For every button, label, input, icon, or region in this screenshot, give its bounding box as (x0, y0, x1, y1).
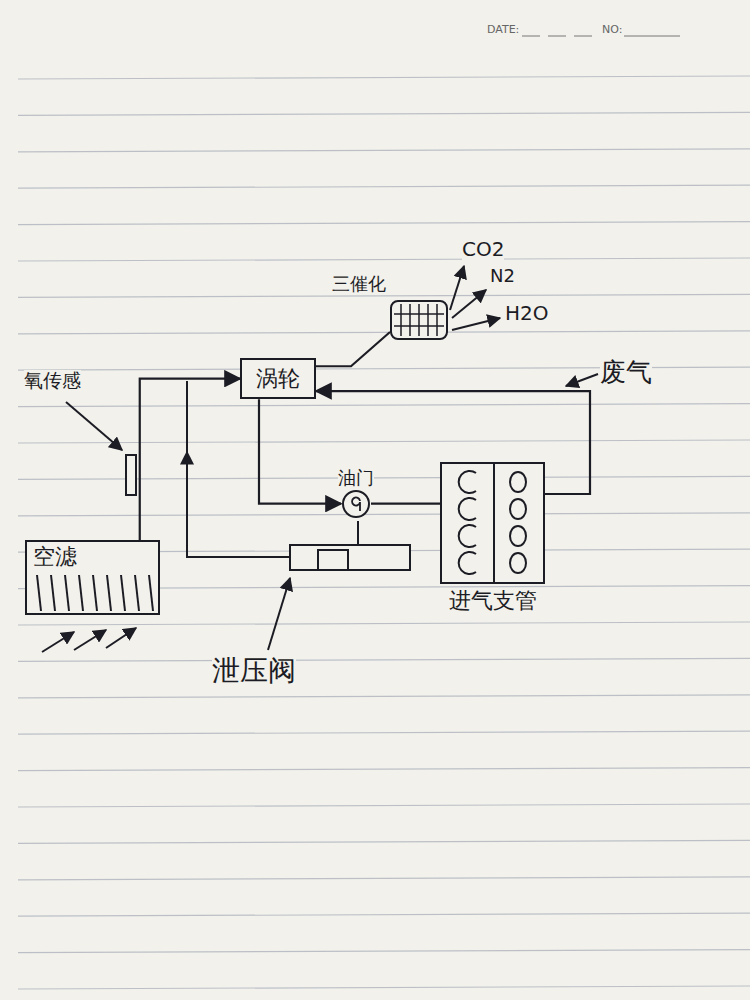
note-label: NO: (602, 24, 622, 37)
port-symbol (459, 552, 476, 574)
note-label: N2 (490, 266, 515, 287)
date-blank (574, 36, 592, 37)
air-arrow (106, 628, 136, 648)
hatch-line (37, 575, 41, 611)
ruled-line (18, 513, 750, 516)
hatch-line (93, 575, 97, 611)
hatch-line (65, 575, 69, 611)
ruled-line (18, 331, 750, 334)
oxygen-sensor (126, 455, 136, 495)
catalyst-grid (392, 302, 446, 338)
cylinder-drawing (442, 464, 543, 582)
air-filter: 空滤 (25, 540, 160, 615)
ruled-line (18, 294, 750, 297)
hatch-line (135, 575, 139, 611)
leader-line (268, 578, 290, 650)
ruled-line (18, 404, 750, 407)
recirculation-pipe (187, 381, 290, 557)
cylinder-symbol (510, 499, 526, 519)
ruled-line (18, 840, 750, 843)
node-text: 油门 (338, 468, 374, 489)
ruled-line (18, 877, 750, 880)
ruled-line (18, 149, 750, 152)
ruled-line (18, 185, 750, 188)
pipe-connector (316, 332, 390, 366)
port-symbol (459, 498, 476, 520)
pipe-connector (140, 379, 240, 540)
turbo-box: 涡轮 (240, 358, 316, 399)
port-symbol (459, 525, 476, 547)
ruled-line (18, 804, 750, 807)
throttle-valve: 油门 (338, 468, 374, 519)
output-arrow (450, 266, 464, 310)
note-label: DATE: (487, 24, 519, 37)
valve-pipe (357, 521, 359, 545)
note-label: H2O (505, 302, 549, 325)
grid-line (436, 304, 438, 336)
ruled-line (18, 76, 750, 79)
date-blank (522, 36, 540, 37)
ruled-line (18, 622, 750, 625)
blow-off-valve (290, 545, 410, 570)
ruled-line (18, 222, 750, 225)
ruled-line (18, 986, 750, 989)
node-text: 三催化 (332, 274, 386, 295)
port-symbol (459, 471, 476, 493)
pipe-connector (259, 399, 341, 503)
throttle-plate (352, 497, 360, 511)
hatch-line (79, 575, 83, 611)
grid-line (394, 325, 444, 327)
pipe-connector (371, 503, 440, 505)
hatch-line (121, 575, 125, 611)
note-label: 废气 (600, 358, 652, 388)
engine-block (440, 462, 545, 584)
air-arrow (42, 632, 74, 652)
node-text: 进气支管 (449, 588, 537, 613)
note-label: 泄压阀 (212, 655, 296, 687)
throttle-body (343, 491, 369, 517)
air-arrow (74, 630, 106, 650)
hatch-line (149, 575, 153, 611)
throttle-circle (341, 489, 371, 519)
node-text: 涡轮 (256, 366, 300, 391)
filter-hatch (27, 573, 158, 613)
leader-line (66, 402, 122, 450)
note-label: CO2 (462, 238, 504, 261)
grid-line (394, 313, 444, 315)
leader-line (566, 374, 598, 386)
ruled-line (18, 731, 750, 734)
output-arrow (452, 290, 486, 318)
ruled-line (18, 695, 750, 698)
grid-line (409, 304, 411, 336)
catalytic-converter: 三催化 (390, 300, 448, 340)
ruled-lines (18, 76, 750, 989)
valve-body (318, 550, 348, 570)
output-arrow (452, 318, 500, 330)
date-blank (548, 36, 566, 37)
number-blank (624, 36, 680, 37)
grid-line (427, 304, 429, 336)
engine-manifold: 进气支管 (440, 462, 545, 613)
cylinder-symbol (510, 526, 526, 546)
flow-arrow (186, 452, 188, 480)
node-text: 空滤 (33, 544, 152, 569)
grid-line (418, 304, 420, 336)
grid-line (400, 304, 402, 336)
cylinder-symbol (510, 472, 526, 492)
hatch-line (51, 575, 55, 611)
ruled-line (18, 768, 750, 771)
cylinder-symbol (510, 553, 526, 573)
ruled-line (18, 913, 750, 916)
ruled-line (18, 112, 750, 115)
hatch-line (107, 575, 111, 611)
ruled-line (18, 440, 750, 443)
ruled-line (18, 258, 750, 261)
divider-line (493, 464, 495, 582)
note-label: 氧传感 (24, 370, 81, 392)
ruled-line (18, 658, 750, 661)
ruled-line (18, 950, 750, 953)
